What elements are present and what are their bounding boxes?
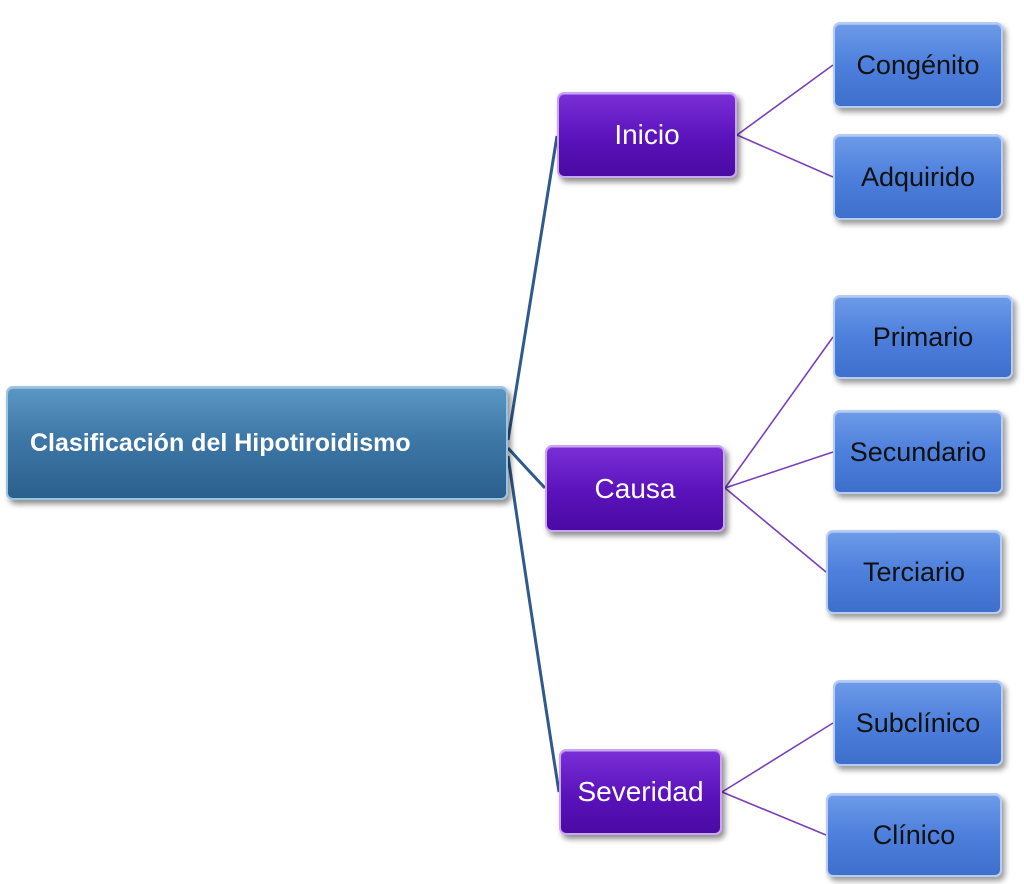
leaf-label-primario: Primario [872, 321, 974, 352]
root-node-label: Clasificación del Hipotiroidismo [30, 428, 411, 457]
leaf-label-adquirido: Adquirido [860, 161, 976, 192]
connector-root-severidad [506, 455, 561, 793]
leaf-label-congenito: Congénito [856, 49, 980, 80]
category-label-causa: Causa [594, 472, 676, 504]
connector-causa-primario [724, 336, 834, 489]
leaf-node-primario: Primario [833, 295, 1013, 379]
leaf-node-subclinico: Subclínico [833, 680, 1003, 766]
category-node-causa: Causa [545, 445, 725, 532]
category-node-inicio: Inicio [557, 92, 737, 178]
connector-root-causa [506, 446, 547, 490]
connector-inicio-congenito [736, 64, 834, 136]
leaf-node-adquirido: Adquirido [833, 134, 1003, 220]
leaf-node-terciario: Terciario [826, 530, 1002, 614]
category-label-inicio: Inicio [614, 119, 680, 150]
connector-severidad-clinico [721, 791, 827, 836]
category-label-severidad: Severidad [577, 776, 704, 807]
leaf-label-terciario: Terciario [862, 556, 966, 587]
leaf-node-congenito: Congénito [833, 22, 1003, 108]
leaf-label-clinico: Clínico [872, 819, 956, 850]
connector-root-inicio [506, 135, 559, 441]
root-node-clasificacion: Clasificación del Hipotiroidismo [6, 386, 508, 500]
leaf-node-secundario: Secundario [833, 410, 1003, 494]
connector-causa-secundario [724, 451, 834, 489]
connector-inicio-adquirido [736, 134, 834, 178]
leaf-node-clinico: Clínico [826, 793, 1002, 877]
connector-severidad-subclinico [721, 722, 834, 793]
category-node-severidad: Severidad [559, 749, 722, 835]
leaf-label-subclinico: Subclínico [855, 707, 981, 738]
connector-causa-terciario [724, 487, 827, 573]
leaf-label-secundario: Secundario [849, 436, 987, 467]
